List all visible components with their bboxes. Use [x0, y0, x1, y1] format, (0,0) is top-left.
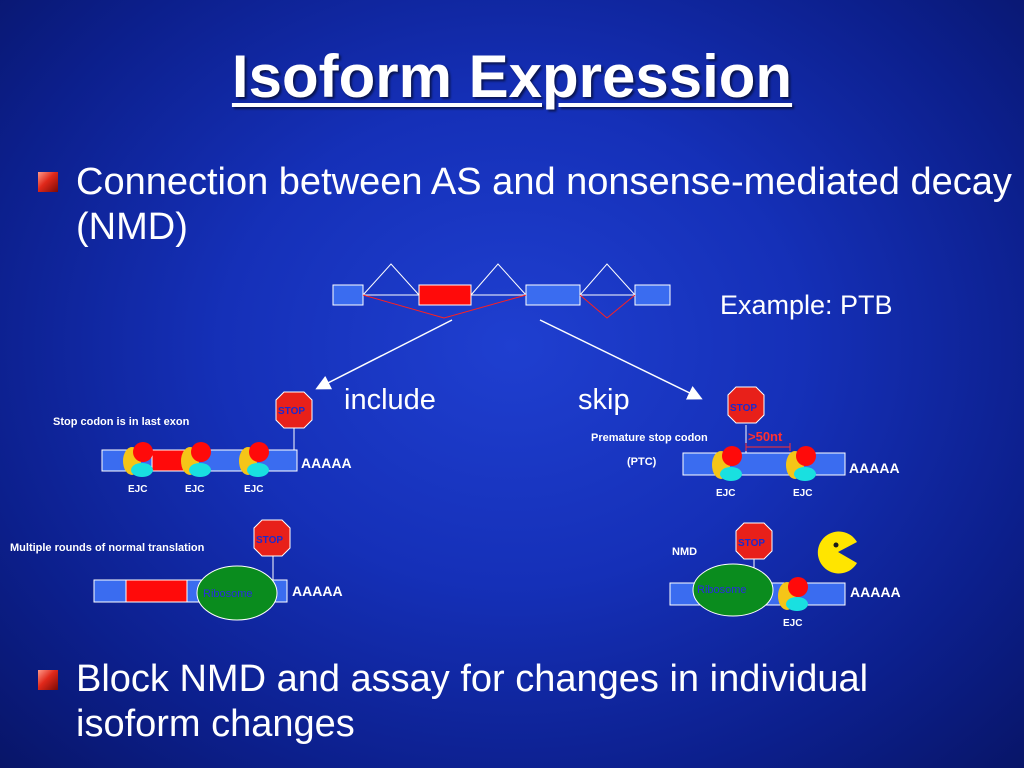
splice-junction-red-3: [579, 294, 636, 319]
ejc-label: EJC: [128, 484, 147, 495]
polya-tail: AAAAA: [850, 584, 901, 600]
gene-structure: [332, 263, 671, 319]
stop-label: STOP: [738, 538, 765, 549]
splice-junction-3: [579, 263, 636, 296]
normal-transcript: Stop codon is in last exon STOP EJC EJC …: [53, 391, 352, 495]
include-arrow: [315, 319, 453, 390]
include-label: include: [344, 384, 436, 416]
normal-translation: Multiple rounds of normal translation ST…: [10, 519, 343, 621]
ptc-abbrev: (PTC): [627, 456, 657, 468]
ejc-complex: [181, 442, 211, 477]
decay-pacman-icon: [817, 531, 857, 574]
polya-tail: AAAAA: [849, 460, 900, 476]
skip-arrow: [539, 319, 703, 400]
bullet-marker: [38, 172, 58, 192]
polya-tail: AAAAA: [292, 583, 343, 599]
translation-caption: Multiple rounds of normal translation: [10, 542, 205, 554]
ejc-complex: [786, 446, 816, 481]
ribosome-label: Ribosome: [203, 588, 253, 600]
ribosome-label: Ribosome: [697, 584, 747, 596]
exon-3: [525, 284, 581, 306]
splice-junction-include-2: [470, 263, 527, 296]
distance-label: >50nt: [748, 429, 783, 444]
ejc-complex: [239, 442, 269, 477]
ribosome: [196, 565, 278, 621]
bullet-1: Connection between AS and nonsense-media…: [76, 161, 1012, 248]
ejc-label: EJC: [716, 488, 735, 499]
splice-junction-include-1: [362, 263, 420, 296]
last-exon-caption: Stop codon is in last exon: [53, 416, 190, 428]
ejc-label: EJC: [185, 484, 204, 495]
ribosome: [692, 563, 774, 617]
exon-1: [332, 284, 364, 306]
ejc-complex: [123, 442, 153, 477]
bullet-2: Block NMD and assay for changes in indiv…: [76, 658, 869, 745]
ptc-caption: Premature stop codon: [591, 432, 708, 444]
ejc-label: EJC: [793, 488, 812, 499]
nmd-label: NMD: [672, 546, 697, 558]
alternative-exon: [418, 284, 472, 306]
ptc-transcript: Premature stop codon (PTC) STOP >50nt EJ…: [591, 386, 900, 499]
slide-title: Isoform Expression: [231, 43, 793, 110]
stop-sign: [253, 519, 291, 557]
stop-sign: [735, 522, 773, 560]
splice-junction-skip: [362, 294, 527, 319]
skip-label: skip: [578, 384, 630, 416]
ejc-label: EJC: [783, 618, 802, 629]
stop-label: STOP: [730, 403, 757, 414]
bullet-marker: [38, 670, 58, 690]
ejc-complex: [778, 577, 808, 611]
example-label: Example: PTB: [720, 290, 893, 320]
ejc-complex: [712, 446, 742, 481]
stop-sign: [275, 391, 313, 429]
ejc-label: EJC: [244, 484, 263, 495]
exon-4: [634, 284, 671, 306]
stop-label: STOP: [256, 535, 283, 546]
nmd-event: NMD STOP Ribosome EJC AAAAA: [669, 522, 901, 629]
polya-tail: AAAAA: [301, 455, 352, 471]
stop-sign: [727, 386, 765, 424]
stop-label: STOP: [278, 406, 305, 417]
